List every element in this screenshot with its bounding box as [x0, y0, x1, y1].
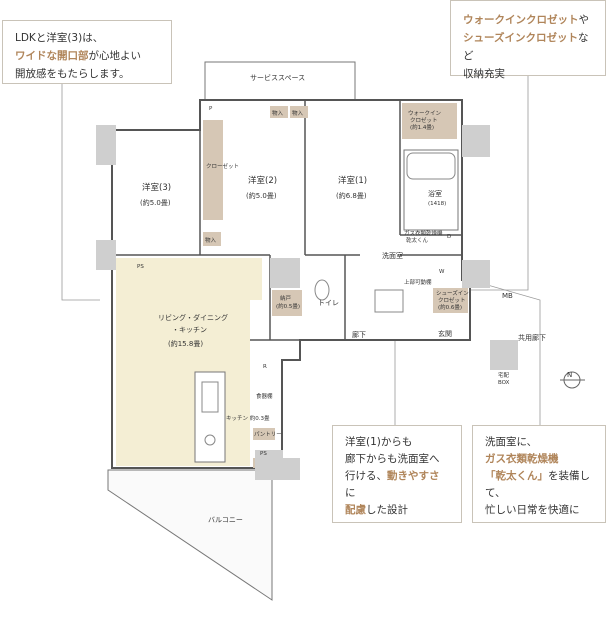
- storage-room: [272, 290, 302, 316]
- callout-closet-line1-rest: や: [578, 14, 590, 26]
- kitchen-sink: [201, 381, 219, 413]
- callout-dryer-line2: ガス衣類乾燥機: [485, 451, 593, 468]
- room2-closet: [203, 120, 223, 220]
- storage-name: 納戸: [280, 294, 292, 302]
- callout-washroom-line1: 洋室(1)からも: [345, 436, 413, 448]
- pantry-label: パントリー: [254, 431, 282, 438]
- callout-washroom-line4: 配慮した設計: [345, 502, 449, 519]
- entrance-label: 玄関: [438, 329, 452, 338]
- structural-columns: [96, 125, 518, 480]
- callout-gas-dryer: 洗面室に、 ガス衣類乾燥機 「乾太くん」を装備して、 忙しい日常を快適に: [472, 425, 606, 523]
- balcony-outline: [107, 469, 273, 601]
- callout-dryer-line4: 忙しい日常を快適に: [485, 504, 580, 516]
- callout-dryer-line1: 洗面室に、: [485, 436, 538, 448]
- storage-tag-1: [270, 106, 288, 118]
- callout-ldk-line1: LDKと洋室(3)は、: [15, 32, 104, 44]
- callout-washroom-line3-a: 行ける、: [345, 470, 387, 482]
- washroom-sink: [374, 289, 404, 313]
- callout-dryer-highlight-1: ガス衣類乾燥機: [485, 453, 559, 465]
- callout-dryer-line3: 「乾太くん」を装備して、: [485, 468, 593, 502]
- room1-name: 洋室(1): [338, 175, 367, 186]
- room2-size: (約5.0畳): [246, 191, 277, 200]
- sic-name-1: シューズイン: [436, 289, 469, 297]
- mb-label: MB: [502, 292, 513, 300]
- delivery-box-2: BOX: [498, 380, 510, 386]
- toilet-fixture: [314, 279, 330, 301]
- walk-in-closet: [402, 103, 457, 139]
- sic-name-2: クロゼット: [438, 296, 466, 304]
- interior-walls: [112, 100, 462, 341]
- w-label: W: [439, 269, 445, 275]
- callout-closet-line1: ウォークインクロゼットや: [463, 11, 593, 29]
- stove-burner: [204, 434, 216, 446]
- callout-washroom-line2: 廊下からも洗面室へ: [345, 453, 440, 465]
- pantry-shelf: [253, 428, 275, 440]
- r-label: R: [263, 364, 267, 370]
- sic-size: (約0.6畳): [438, 303, 462, 311]
- storage-tag-3: [203, 232, 221, 246]
- hallway-label: 廊下: [352, 330, 366, 339]
- closet-label: クローゼット: [206, 162, 239, 170]
- callout-dryer-highlight-2: 「乾太くん」: [485, 470, 548, 482]
- ps-label-1: PS: [137, 264, 144, 270]
- room1-size: (約6.8畳): [336, 191, 367, 200]
- d-label: D: [447, 234, 451, 240]
- callout-ldk-openness: LDKと洋室(3)は、 ワイドな開口部が心地よい 開放感をもたらします。: [2, 20, 172, 84]
- wic-name-1: ウォークイン: [408, 109, 442, 117]
- shared-hallway-label: 共用廊下: [518, 333, 546, 342]
- balcony-label: バルコニー: [208, 516, 243, 524]
- callout-closet-line2-rest: など: [463, 32, 589, 62]
- washroom-label: 洗面室: [382, 251, 403, 260]
- ps-label-2: PS: [260, 451, 267, 457]
- service-space-area: [204, 61, 356, 101]
- callout-ldk-highlight: ワイドな開口部: [15, 50, 89, 62]
- service-space-label: サービススペース: [250, 73, 305, 82]
- room3-size: (約5.0畳): [140, 198, 171, 207]
- bath-name: 浴室: [428, 189, 442, 198]
- ldk-name-2: ・キッチン: [172, 326, 207, 334]
- north-label: N: [567, 371, 572, 379]
- callout-washroom-highlight-1: 動きやすさ: [387, 470, 440, 482]
- callout-ldk-line2-rest: が心地よい: [88, 50, 142, 62]
- callout-washroom-line3: 行ける、動きやすさに: [345, 468, 449, 502]
- storage-tag-1-label: 物入: [272, 109, 284, 117]
- callout-washroom-access: 洋室(1)からも 廊下からも洗面室へ 行ける、動きやすさに 配慮した設計: [332, 425, 462, 523]
- callout-closet-line2: シューズインクロゼットなど: [463, 29, 593, 65]
- callout-washroom-line4-rest: した設計: [366, 504, 408, 516]
- callout-closet-highlight-2: シューズインクロゼット: [463, 32, 578, 44]
- callout-washroom-highlight-2: 配慮: [345, 504, 366, 516]
- callout-closet-line3: 収納充実: [463, 68, 505, 80]
- callout-washroom-line3-b: に: [345, 487, 356, 499]
- callout-closet-highlight-1: ウォークインクロゼット: [463, 14, 579, 26]
- ldk-floor: [116, 258, 262, 466]
- storage-tag-3-label: 物入: [205, 236, 217, 244]
- room2-name: 洋室(2): [248, 175, 277, 186]
- storage-size: (約0.5畳): [276, 302, 300, 310]
- p-label: P: [209, 106, 213, 112]
- wic-size: (約1.4畳): [410, 123, 434, 131]
- food-storage-label: 食器棚: [256, 392, 273, 400]
- room3-name: 洋室(3): [142, 182, 171, 193]
- wic-name-2: クロゼット: [410, 116, 438, 124]
- shelf-label: 上部可動棚: [404, 278, 432, 286]
- delivery-box-1: 宅配: [498, 371, 510, 379]
- callout-ldk-line3: 開放感をもたらします。: [15, 68, 130, 80]
- callout-ldk-line2: ワイドな開口部が心地よい: [15, 47, 159, 65]
- callout-closet-storage: ウォークインクロゼットや シューズインクロゼットなど 収納充実: [450, 0, 606, 80]
- kitchen-storage-label: キッチン 約0.3畳: [226, 414, 270, 422]
- callout-dryer-line3-rest: を装備して、: [485, 470, 590, 499]
- storage-tag-2: [290, 106, 308, 118]
- storage-tag-2-label: 物入: [292, 109, 304, 117]
- ldk-name-1: リビング・ダイニング: [158, 313, 228, 322]
- toilet-label: トイレ: [318, 299, 339, 307]
- bathtub: [406, 152, 456, 180]
- bath-size: (1418): [428, 201, 446, 207]
- dryer-label-2: 乾太くん: [406, 236, 429, 244]
- ldk-size: (約15.8畳): [168, 339, 203, 348]
- shoe-closet: [433, 288, 468, 313]
- north-arrow-icon: N: [560, 371, 585, 389]
- dryer-label-1: ガス衣類乾燥機: [404, 229, 443, 237]
- callout-leaders: [61, 76, 541, 425]
